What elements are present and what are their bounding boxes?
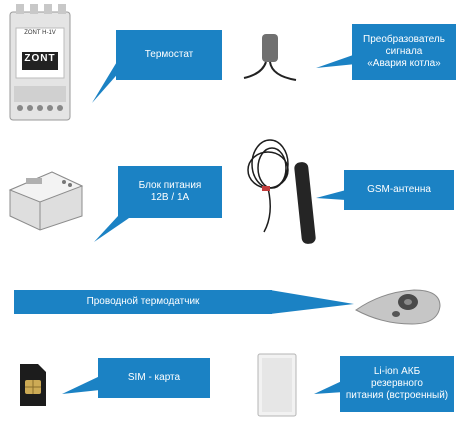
sim-callout: SIM - карта [98,358,210,398]
alarm-callout: Преобразователь сигнала «Авария котла» [352,24,456,80]
alarm-pointer [316,54,356,68]
wired-sensor-pointer [270,290,354,314]
sim-card-image [20,364,46,406]
psu-pointer [94,216,132,242]
psu-callout: Блок питания 12В / 1А [118,166,222,218]
sim-pointer [62,376,100,394]
temperature-sensor-image [355,289,441,325]
battery-callout: Li-ion АКБ резервного питания (встроенны… [340,356,454,412]
device-brand-logo: ZONT [24,53,56,64]
zont-controller-image [9,4,71,121]
device-model-label: ZONT H-1V [24,30,56,36]
thermostat-callout: Термостат [116,30,222,80]
wired-sensor-callout: Проводной термодатчик [14,290,272,314]
gsm-antenna-image [247,139,316,244]
power-supply-image [8,171,84,231]
gsm-callout: GSM-антенна [344,170,454,210]
signal-converter-image [243,34,297,81]
battery-image [257,353,297,417]
